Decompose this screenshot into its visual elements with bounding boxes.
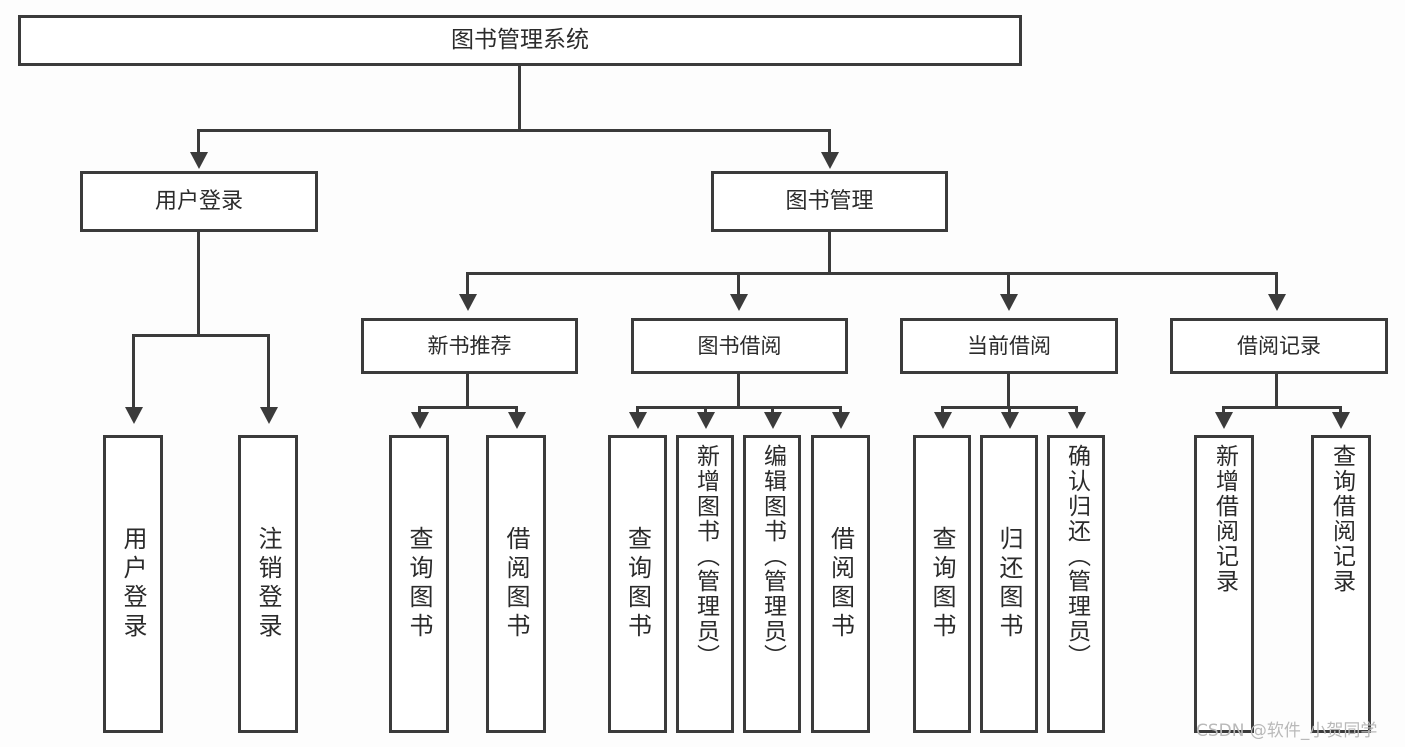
connector-book-borrow-child-1 [636,406,639,414]
connector-book-borrow-stem [737,374,740,406]
connector-user-login-stem [197,232,200,334]
leaf-borrow-record-query[interactable]: 查询借阅记录 [1311,435,1371,733]
connector-user-login-bus [132,334,270,337]
connector-current-borrow-stem [1007,374,1010,406]
connector-new-book-stem [466,374,469,406]
connector-to-book-borrow [737,272,740,296]
arrowhead-borrow-record-child-2 [1332,412,1350,429]
arrowhead-book-borrow-child-2 [697,412,715,429]
arrowhead-book-mgmt [821,152,839,169]
arrowhead-user-login-child-1 [125,407,143,424]
arrowhead-new-book [459,294,477,311]
node-new-book-recommend[interactable]: 新书推荐 [361,318,578,374]
connector-new-book-bus [418,406,518,409]
arrowhead-user-login [190,152,208,169]
connector-current-borrow-child-1 [941,406,944,414]
arrowhead-book-borrow-child-1 [629,412,647,429]
arrowhead-book-borrow [730,294,748,311]
connector-book-borrow-child-4 [839,406,842,414]
arrowhead-current-borrow [1000,294,1018,311]
leaf-current-borrow-confirm[interactable]: 确认归还（管理员） [1047,435,1105,733]
leaf-book-borrow-edit[interactable]: 编辑图书（管理员） [743,435,801,733]
connector-book-mgmt-stem [828,232,831,272]
connector-level2-bus [466,272,1278,275]
connector-to-book-mgmt [828,129,831,154]
connector-borrow-record-child-2 [1339,406,1342,414]
node-root-system[interactable]: 图书管理系统 [18,15,1022,66]
connector-level1-bus [197,129,831,132]
connector-book-borrow-bus [636,406,842,409]
leaf-user-login-login[interactable]: 用户登录 [103,435,163,733]
connector-borrow-record-bus [1222,406,1342,409]
connector-user-login-child-2 [267,334,270,409]
leaf-current-borrow-query[interactable]: 查询图书 [913,435,971,733]
connector-book-borrow-child-3 [771,406,774,414]
node-borrow-record[interactable]: 借阅记录 [1170,318,1388,374]
arrowhead-new-book-child-2 [508,412,526,429]
connector-new-book-child-1 [418,406,421,414]
connector-to-borrow-record [1275,272,1278,296]
leaf-book-borrow-borrow[interactable]: 借阅图书 [811,435,870,733]
leaf-book-borrow-add[interactable]: 新增图书（管理员） [676,435,734,733]
node-book-management[interactable]: 图书管理 [711,171,948,232]
node-user-login[interactable]: 用户登录 [80,171,318,232]
node-book-borrow[interactable]: 图书借阅 [631,318,848,374]
connector-new-book-child-2 [515,406,518,414]
node-current-borrow[interactable]: 当前借阅 [900,318,1118,374]
connector-borrow-record-child-1 [1222,406,1225,414]
connector-book-borrow-child-2 [704,406,707,414]
arrowhead-user-login-child-2 [260,407,278,424]
connector-to-current-borrow [1007,272,1010,296]
connector-to-user-login [197,129,200,154]
leaf-user-login-logout[interactable]: 注销登录 [238,435,298,733]
arrowhead-current-borrow-child-2 [1001,412,1019,429]
arrowhead-borrow-record-child-1 [1215,412,1233,429]
arrowhead-current-borrow-child-1 [934,412,952,429]
connector-user-login-child-1 [132,334,135,409]
connector-current-borrow-child-3 [1075,406,1078,414]
leaf-borrow-record-add[interactable]: 新增借阅记录 [1194,435,1254,733]
connector-root-stem [518,66,521,129]
connector-borrow-record-stem [1275,374,1278,406]
arrowhead-new-book-child-1 [411,412,429,429]
arrowhead-book-borrow-child-4 [832,412,850,429]
leaf-new-book-query[interactable]: 查询图书 [389,435,449,733]
leaf-current-borrow-return[interactable]: 归还图书 [980,435,1038,733]
connector-to-new-book [466,272,469,296]
leaf-book-borrow-query[interactable]: 查询图书 [608,435,667,733]
leaf-new-book-borrow[interactable]: 借阅图书 [486,435,546,733]
arrowhead-current-borrow-child-3 [1068,412,1086,429]
arrowhead-borrow-record [1268,294,1286,311]
connector-current-borrow-child-2 [1008,406,1011,414]
watermark-csdn: CSDN @软件_小贺同学 [1196,721,1378,741]
arrowhead-book-borrow-child-3 [764,412,782,429]
